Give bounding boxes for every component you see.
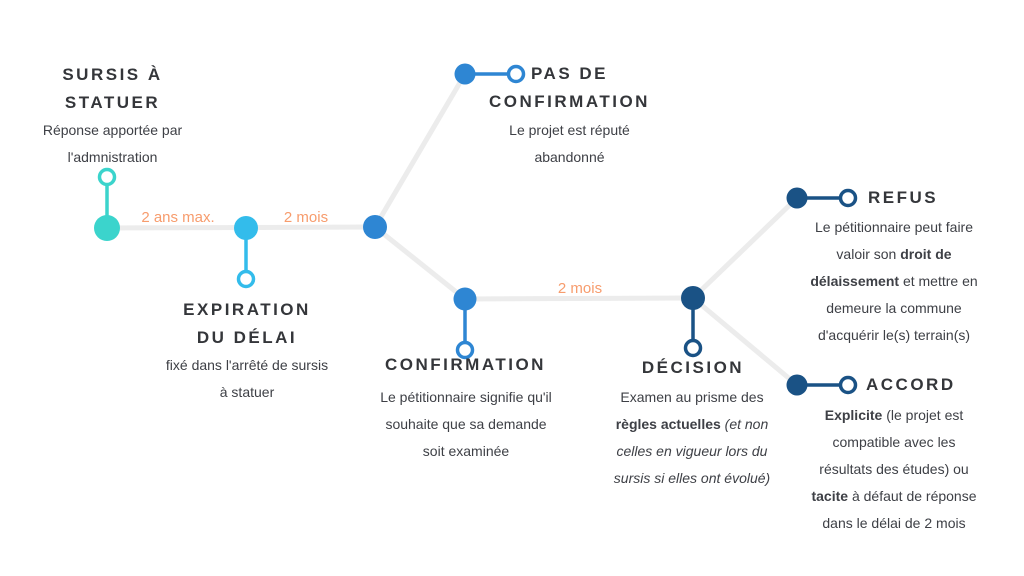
edge-confirmation-to-decision bbox=[462, 295, 696, 302]
confirmation-title: CONFIRMATION bbox=[385, 355, 546, 374]
expiration-node-dot bbox=[234, 216, 258, 240]
sursis-description: Réponse apportée par l'admnistration bbox=[42, 122, 183, 165]
expiration-title: EXPIRATION DU DÉLAI bbox=[183, 300, 311, 347]
sursis-title: SURSIS À STATUER bbox=[62, 65, 163, 112]
confirmation-description: Le pétitionnaire signifie qu'il souhaite… bbox=[380, 389, 552, 459]
pas-de-confirmation-hollow-marker bbox=[506, 64, 526, 84]
accord-title: ACCORD bbox=[866, 375, 956, 394]
edge-fork-to-confirmation bbox=[372, 224, 468, 302]
pas-de-confirmation-node-dot bbox=[454, 63, 476, 85]
accord-node-dot bbox=[786, 374, 808, 396]
confirmation-hollow-marker bbox=[455, 340, 475, 360]
duration-label-expiration-fork: 2 mois bbox=[283, 209, 329, 226]
expiration-hollow-marker bbox=[236, 269, 256, 289]
sursis-node-dot bbox=[94, 215, 120, 241]
decision-title: DÉCISION bbox=[641, 358, 745, 377]
fork-node-dot bbox=[363, 215, 387, 239]
pas-de-confirmation-description: Le projet est réputé abandonné bbox=[509, 122, 630, 165]
refus-description: Le pétitionnaire peut faire valoir son d… bbox=[810, 219, 978, 343]
duration-label-sursis-expiration: 2 ans max. bbox=[141, 209, 215, 226]
decision-description: Examen au prisme des règles actuelles (e… bbox=[613, 389, 771, 486]
sursis-hollow-marker bbox=[97, 167, 117, 187]
pas-de-confirmation-title: PAS DE CONFIRMATION bbox=[489, 64, 650, 111]
decision-node-dot bbox=[681, 286, 705, 310]
decision-hollow-marker bbox=[683, 338, 703, 358]
edge-fork-to-pas-de-confirmation bbox=[372, 71, 468, 230]
duration-label-confirmation-decision: 2 mois bbox=[557, 280, 603, 297]
confirmation-node-dot bbox=[453, 287, 477, 311]
expiration-description: fixé dans l'arrêté de sursis à statuer bbox=[165, 357, 329, 400]
accord-description: Explicite (le projet est compatible avec… bbox=[811, 407, 977, 531]
edge-decision-to-accord bbox=[690, 295, 800, 388]
accord-hollow-marker bbox=[838, 375, 858, 395]
refus-title: REFUS bbox=[868, 188, 939, 207]
refus-node-dot bbox=[786, 187, 808, 209]
refus-hollow-marker bbox=[838, 188, 858, 208]
edge-decision-to-refus bbox=[690, 195, 800, 301]
